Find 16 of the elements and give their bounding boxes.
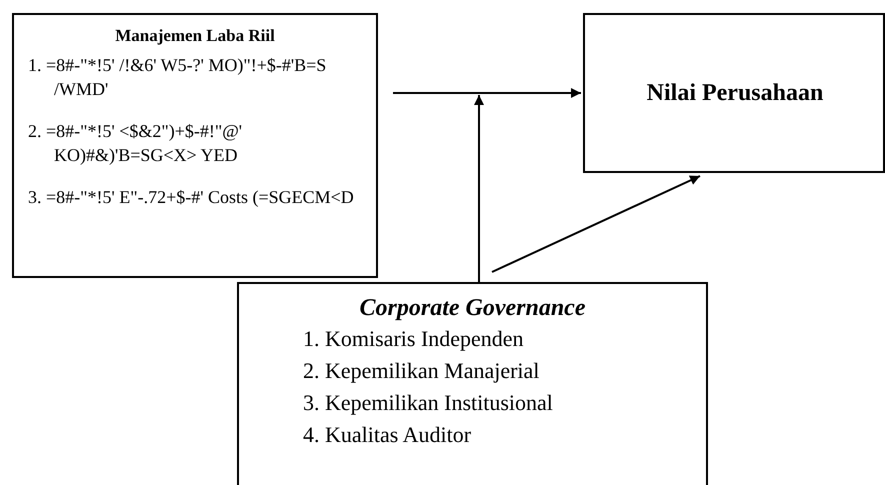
list-item: 3. =8#-"*!5' E"-.72+$-#' Costs (=SGECM<D [28, 186, 355, 209]
box-label: Nilai Perusahaan [646, 79, 824, 108]
list-item: 2. Kepemilikan Manajerial [303, 357, 540, 385]
variable-box [583, 13, 885, 173]
heading: Manajemen Laba Riil [114, 25, 276, 47]
variable-box [12, 13, 378, 278]
arrow [474, 95, 484, 282]
list-item: 2. =8#-"*!5' <$&2")+$-#!"@' KO)#&)'B=SG<X> YED [28, 120, 244, 168]
list-item: 1. =8#-"*!5' /!&6' W5-?' MO)"!+$-#'B=S /WMD' [28, 54, 328, 102]
variable-box [237, 282, 708, 485]
arrow [492, 175, 700, 273]
heading: Corporate Governance [358, 294, 586, 323]
list-item: 4. Kualitas Auditor [303, 421, 472, 449]
list-item: 1. Komisaris Independen [303, 325, 525, 353]
arrow [393, 88, 581, 98]
list-item: 3. Kepemilikan Institusional [303, 389, 554, 417]
